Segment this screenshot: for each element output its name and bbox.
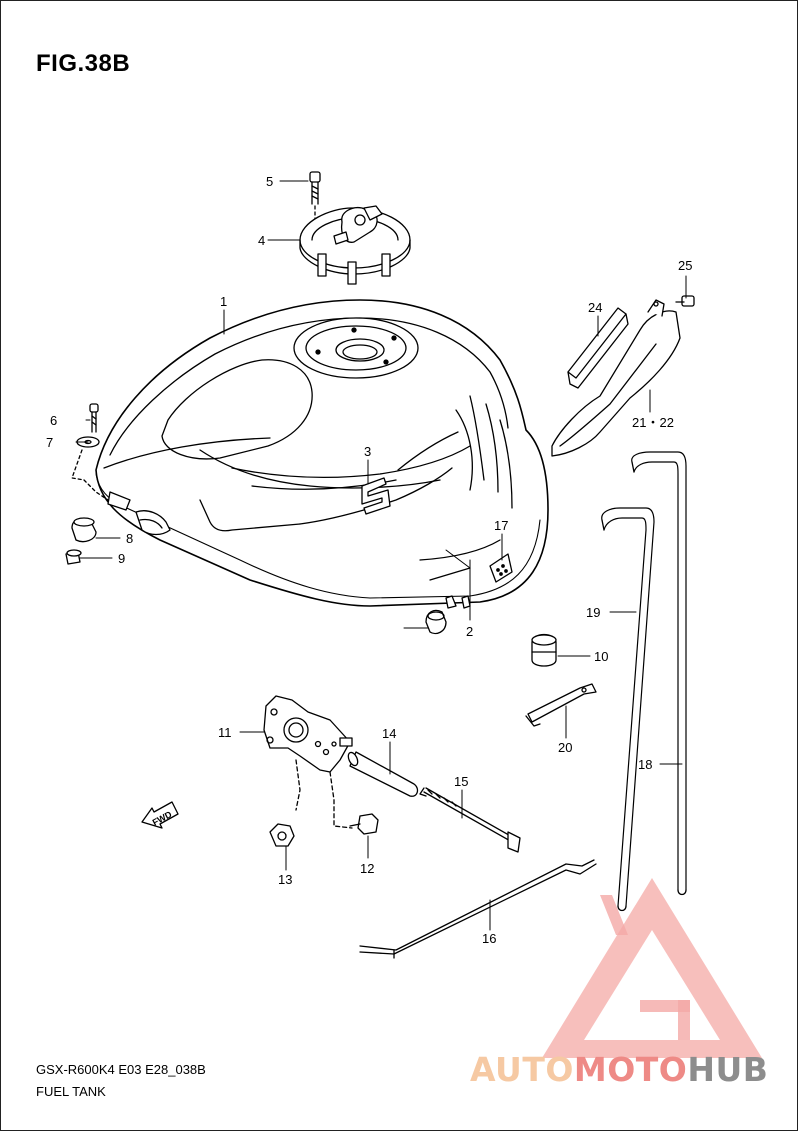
watermark-text: AUTOMOTOHUB xyxy=(470,1050,768,1089)
forward-direction-arrow-icon: FWD xyxy=(141,801,179,829)
watermark-auto: AUTO xyxy=(470,1050,574,1089)
part-9-collar xyxy=(65,549,82,565)
callout-1: 1 xyxy=(220,294,227,309)
part-25-grommet xyxy=(425,609,447,635)
part-5-screw xyxy=(309,171,321,227)
part-20-clamp xyxy=(525,683,597,727)
callout-6: 6 xyxy=(50,413,57,428)
watermark-logo-icon xyxy=(542,878,762,1058)
callout-17: 17 xyxy=(494,518,508,533)
callout-16: 16 xyxy=(482,931,496,946)
part-3-emblem xyxy=(361,477,391,515)
figure-title: FIG.38B xyxy=(36,50,131,77)
part-14-rod-sleeve xyxy=(347,751,419,797)
part-18-hose xyxy=(631,451,687,896)
callout-24: 25 xyxy=(678,258,692,273)
watermark-hub: HUB xyxy=(687,1050,769,1089)
footer-diagram-code: GSX-R600K4 E03 E28_038B xyxy=(36,1062,206,1077)
part-10-cushion xyxy=(531,633,557,667)
part-16-prop-rod xyxy=(359,859,597,959)
callout-14: 14 xyxy=(382,726,396,741)
callout-13: 13 xyxy=(278,872,292,887)
part-12-bolt xyxy=(349,813,379,835)
part-15-pivot-bolt xyxy=(419,787,521,853)
part-21-22-side-cover xyxy=(551,299,681,457)
callout-19: 19 xyxy=(586,605,600,620)
leader-11-13 xyxy=(295,759,301,811)
part-6-bolt xyxy=(89,403,99,433)
callout-21-22: 21・22 xyxy=(632,415,674,430)
callout-20: 20 xyxy=(558,740,572,755)
part-11-bracket xyxy=(263,695,353,773)
callout-9: 9 xyxy=(118,551,125,566)
footer-diagram-name: FUEL TANK xyxy=(36,1084,106,1099)
part-24-screw xyxy=(675,295,695,307)
assembly-leader-6-9 xyxy=(71,449,85,481)
callout-8: 8 xyxy=(126,531,133,546)
part-4-fuel-cap xyxy=(299,205,411,285)
callout-7: 7 xyxy=(46,435,53,450)
callout-11: 11 xyxy=(218,725,232,740)
callout-5: 5 xyxy=(266,174,273,189)
callout-numbers: 5 4 1 3 6 7 8 9 17 2 10 20 24 25 21・22 1… xyxy=(46,174,692,946)
callout-3: 3 xyxy=(364,444,371,459)
watermark-moto: MOTO xyxy=(573,1050,688,1089)
callout-4: 4 xyxy=(258,233,265,248)
callout-18: 18 xyxy=(638,757,652,772)
assembly-leader-6-9b xyxy=(83,479,109,501)
part-8-cushion xyxy=(71,517,97,543)
part-23-rubber-strip xyxy=(567,307,629,389)
part-1-fuel-tank xyxy=(95,299,549,607)
callout-leader-lines xyxy=(75,180,687,931)
callout-2: 2 xyxy=(466,624,473,639)
callout-10: 10 xyxy=(594,649,608,664)
part-13-nut xyxy=(269,823,295,847)
callout-23: 24 xyxy=(588,300,602,315)
callout-15: 15 xyxy=(454,774,468,789)
leader-11-12 xyxy=(329,771,353,829)
part-19-hose xyxy=(601,507,655,912)
callout-12: 12 xyxy=(360,861,374,876)
